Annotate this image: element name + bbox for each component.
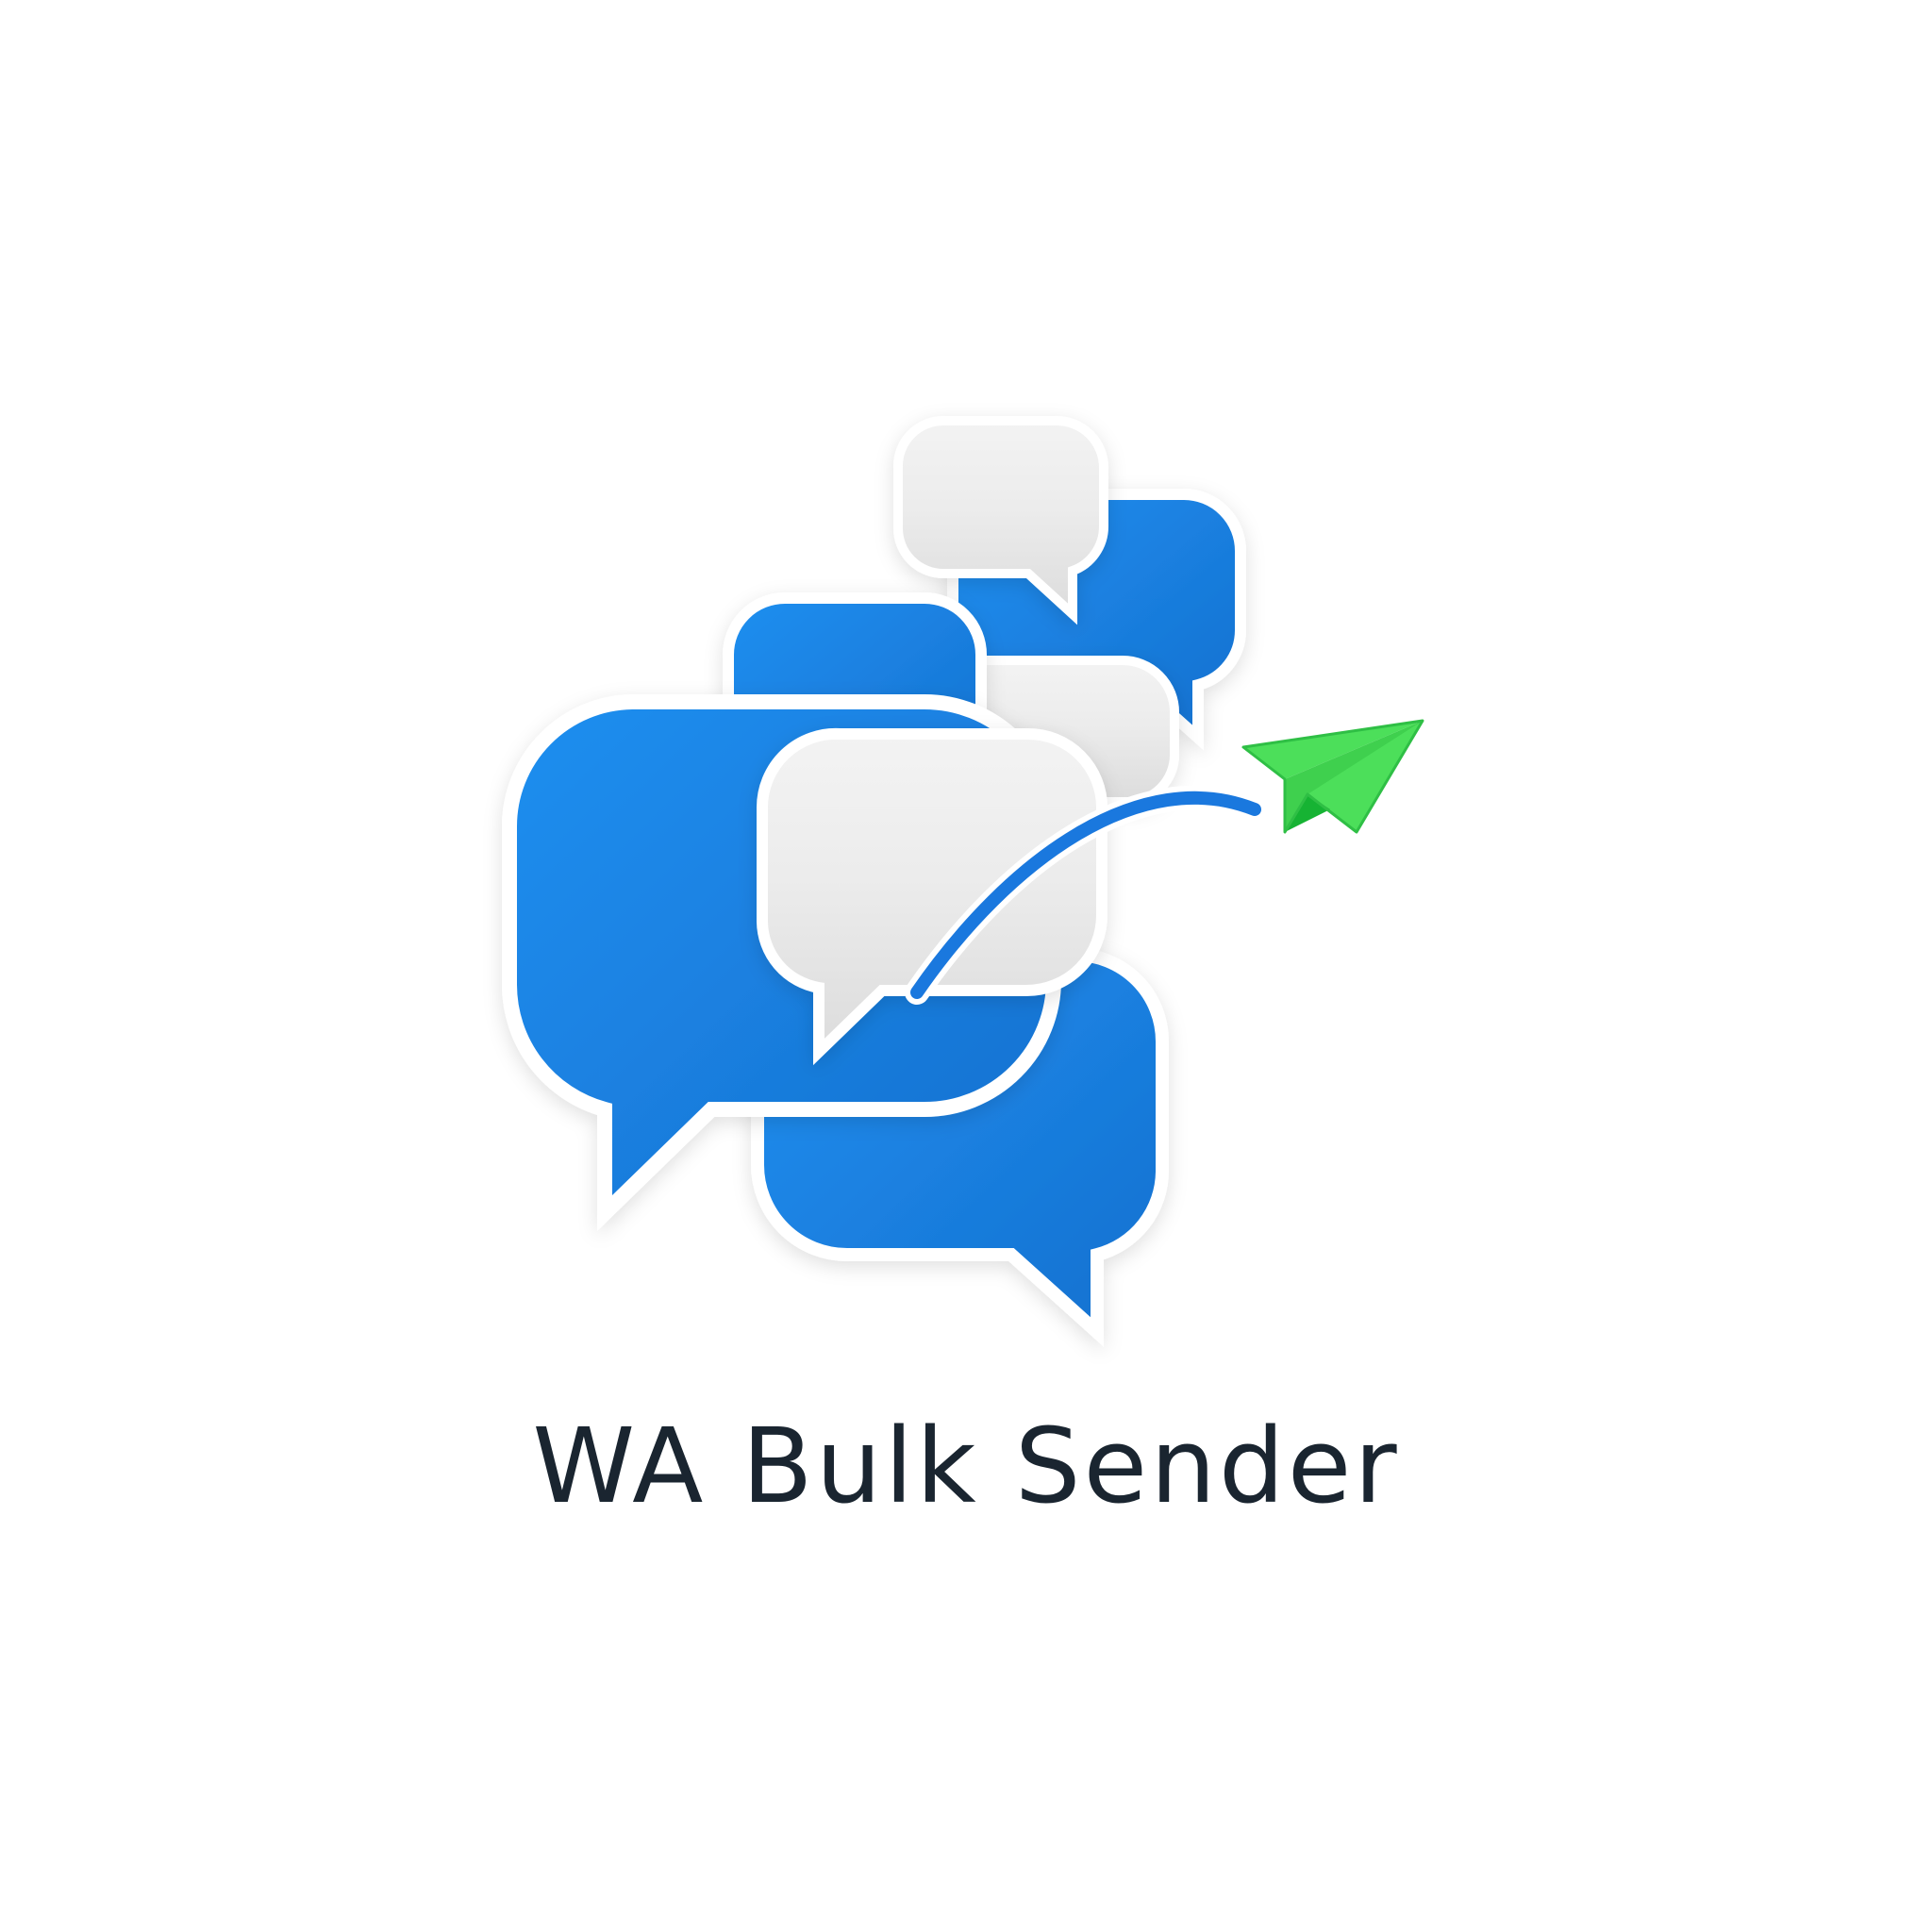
send-trail-line — [910, 791, 1261, 999]
app-name: WA Bulk Sender — [532, 1406, 1400, 1526]
paper-plane-icon — [1241, 719, 1424, 834]
bubble-gray-large — [756, 727, 1108, 1066]
bubble-gray-top — [893, 416, 1108, 625]
chat-bubbles-send-icon — [502, 416, 1424, 1347]
